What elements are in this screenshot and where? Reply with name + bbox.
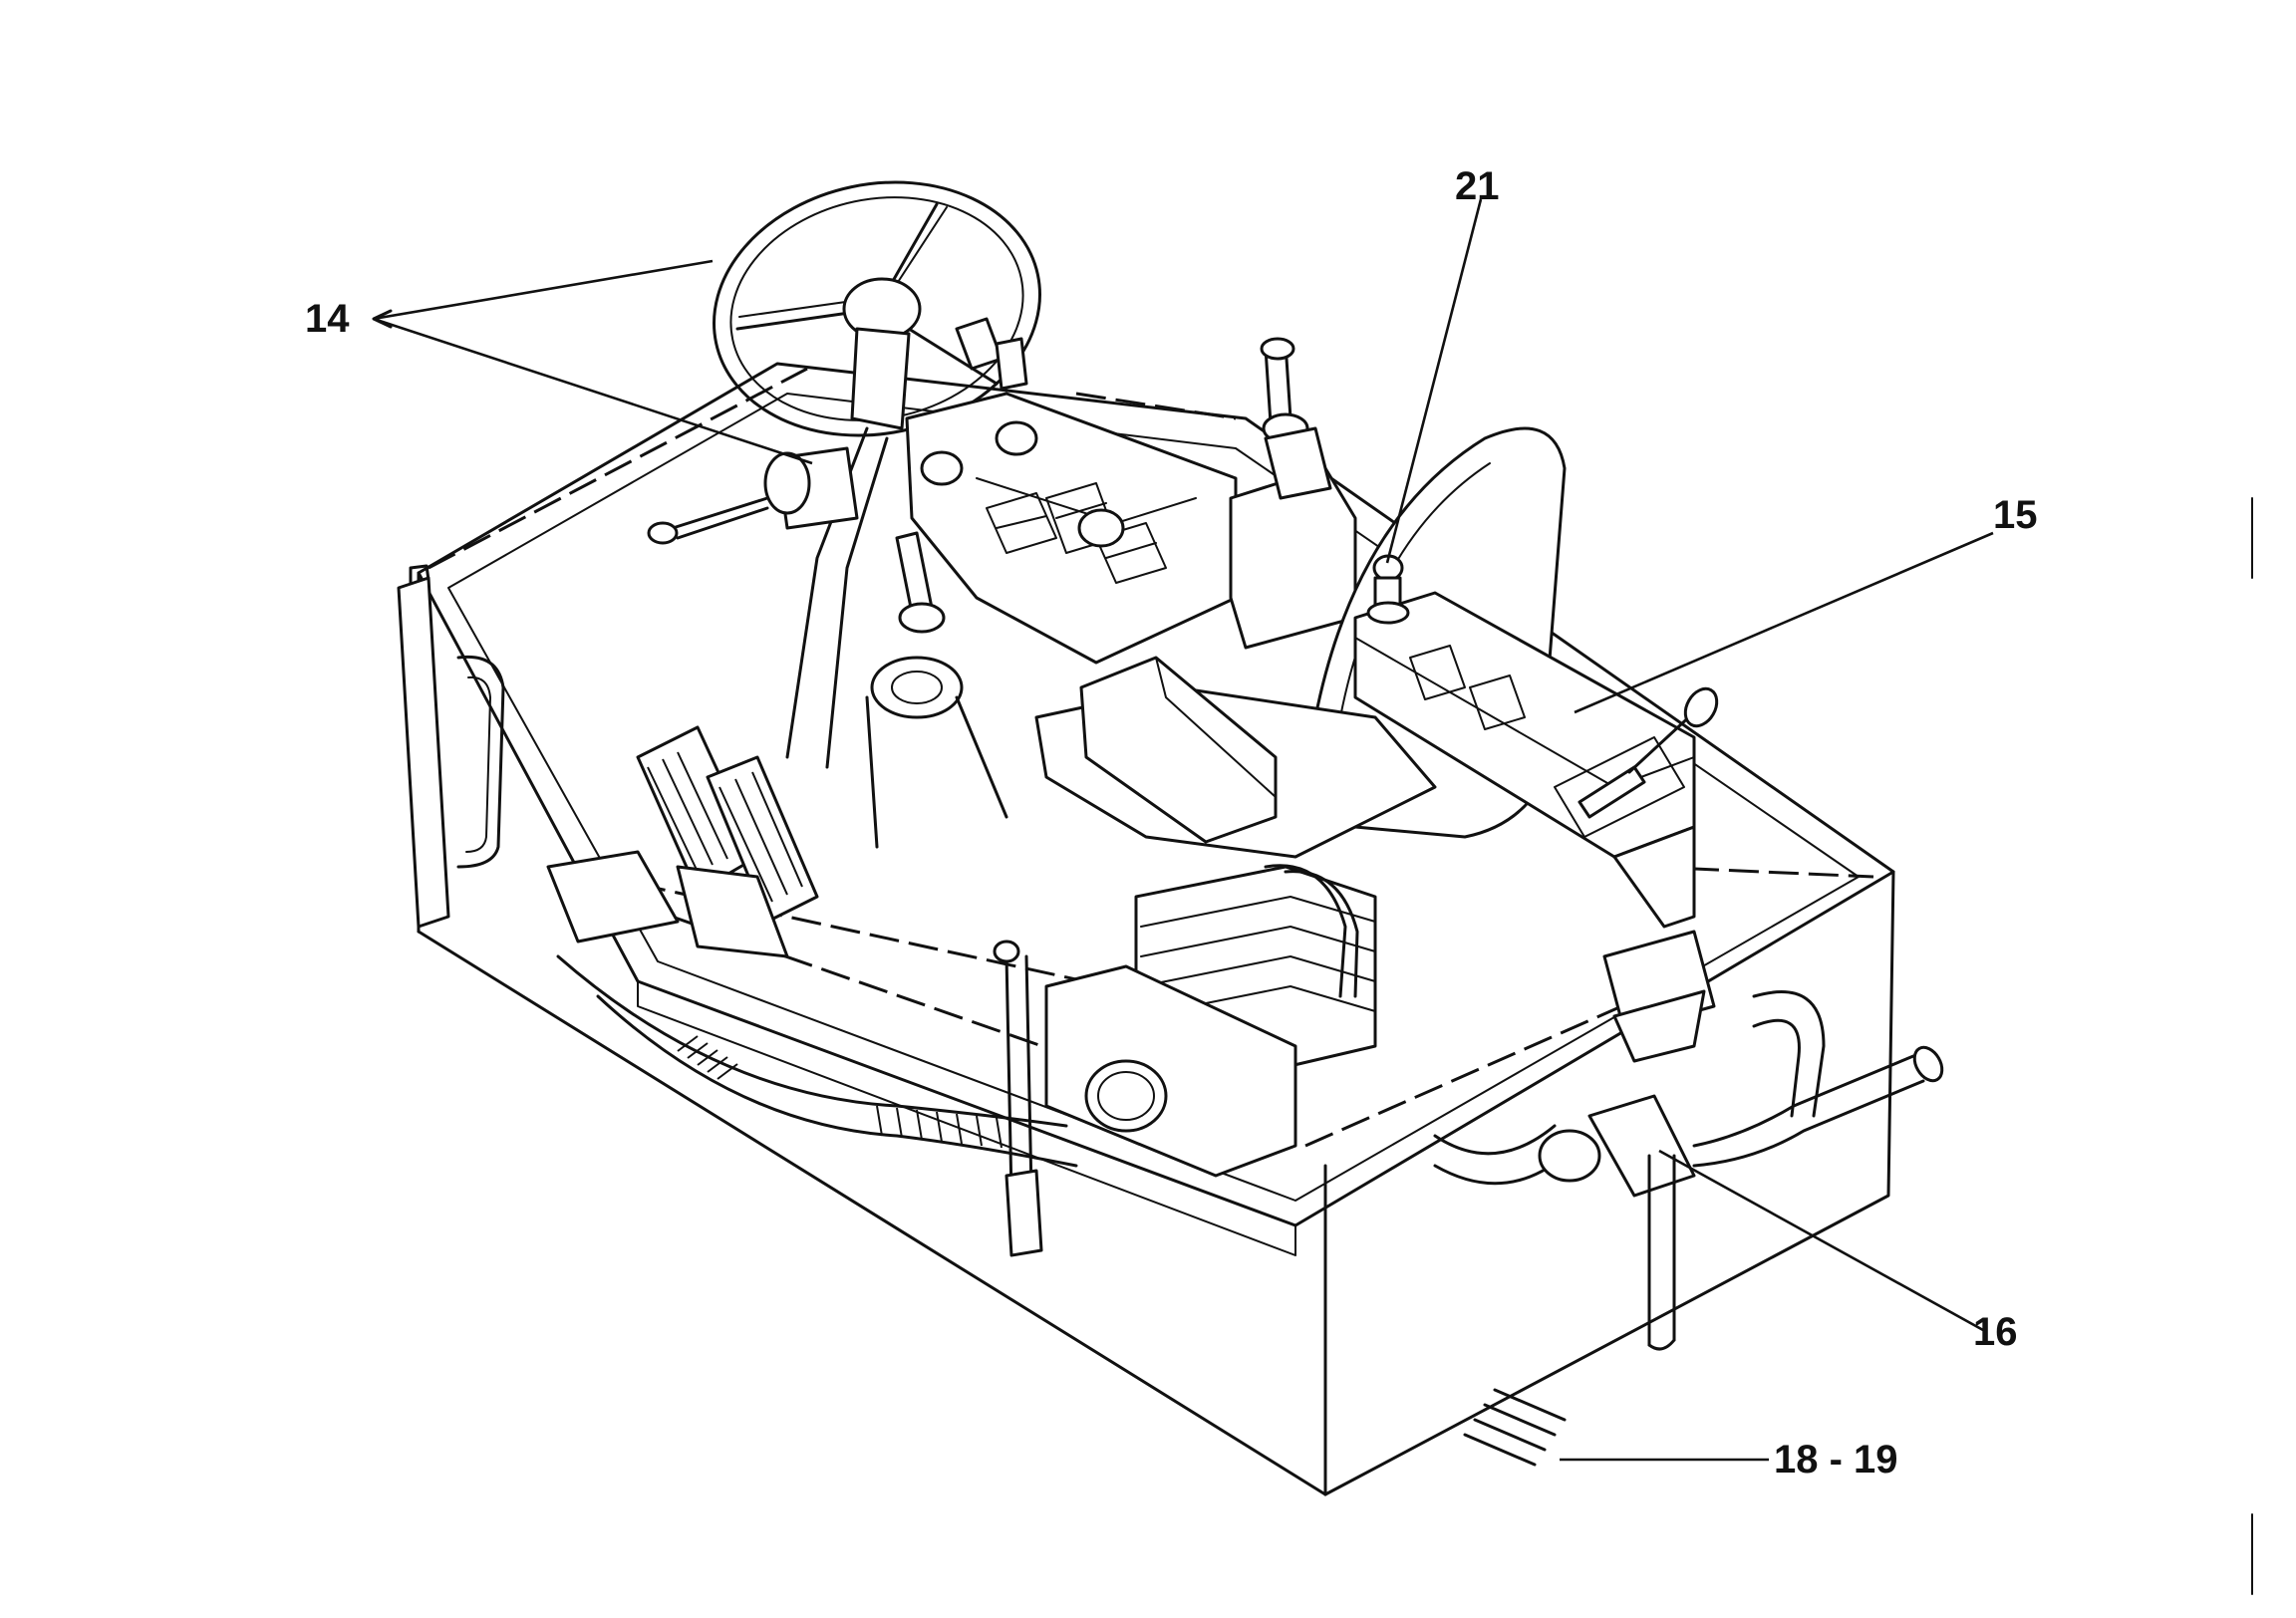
steering-column xyxy=(647,426,889,769)
dashboard-console xyxy=(905,317,1238,665)
left-joystick xyxy=(865,531,1008,849)
steering-wheel xyxy=(713,180,1041,437)
pedals xyxy=(546,725,819,958)
leader-14-b xyxy=(373,317,813,465)
center-control-tower xyxy=(1229,337,1357,650)
right-console xyxy=(1353,554,1719,929)
callout-14: 14 xyxy=(305,297,350,341)
callout-18-19: 18 - 19 xyxy=(1774,1438,1898,1482)
callout-labels: 14 21 15 16 18 - 19 xyxy=(305,164,2038,1482)
left-handrail xyxy=(397,564,505,929)
heater-hoses xyxy=(556,930,1944,1467)
leader-15 xyxy=(1574,531,1994,714)
callout-21: 21 xyxy=(1455,164,1500,208)
leader-lines xyxy=(372,198,1994,1462)
leader-16 xyxy=(1658,1149,1984,1332)
leader-21 xyxy=(1385,198,1483,564)
leader-14-a xyxy=(373,259,714,321)
callout-15: 15 xyxy=(1993,493,2038,537)
callout-16: 16 xyxy=(1973,1310,2018,1354)
